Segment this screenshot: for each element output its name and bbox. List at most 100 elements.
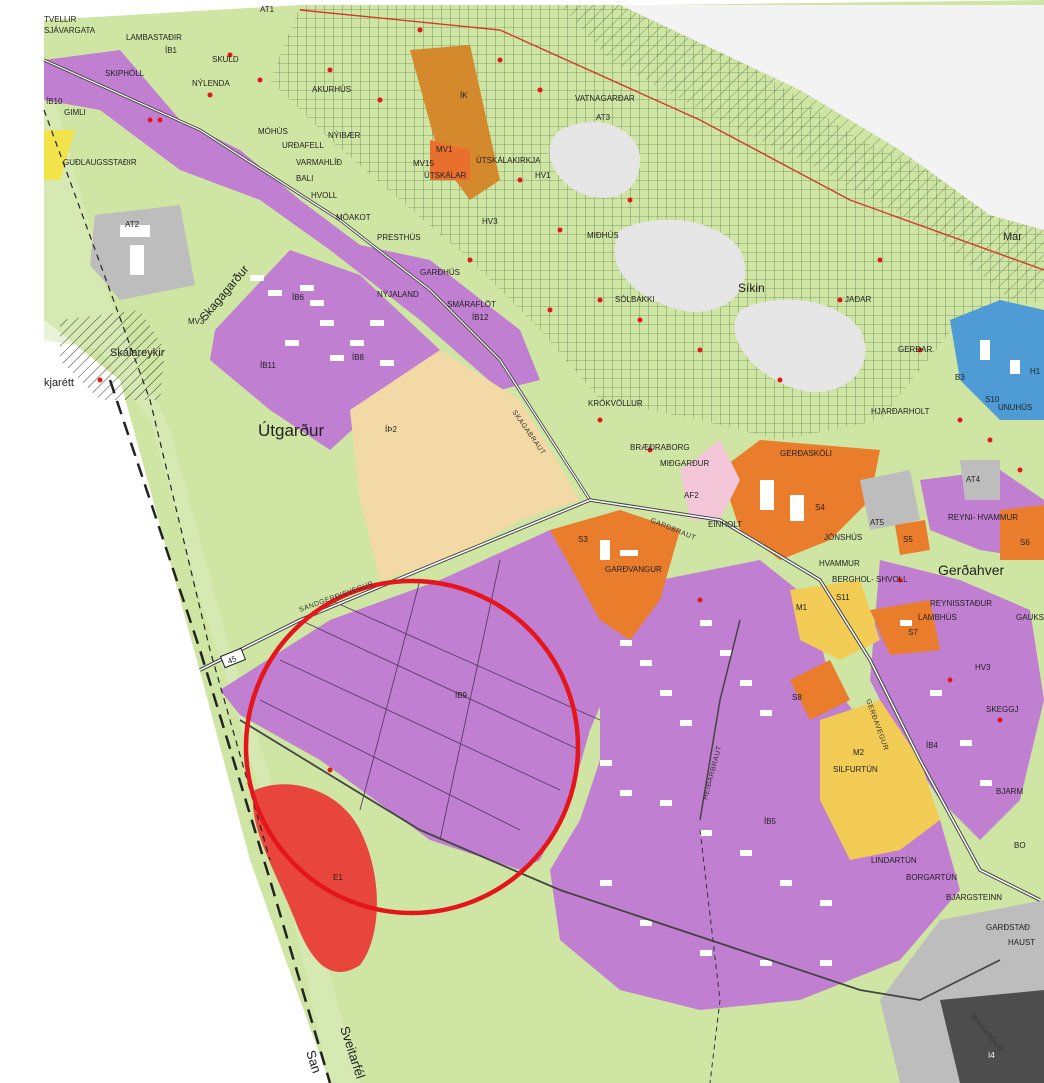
- pond-sikin: [614, 219, 746, 312]
- zone-label-at3: AT3: [596, 113, 611, 122]
- label-sikin: Síkin: [738, 281, 765, 295]
- farm-varmahlid: VARMAHLÍÐ: [296, 158, 342, 167]
- zone-label-at1: AT1: [260, 5, 275, 14]
- highlight-circle[interactable]: [243, 578, 581, 916]
- farm-hjardarholt: HJARÐARHOLT: [871, 407, 930, 416]
- road-heidarbraut: [699, 619, 741, 821]
- zone-at5: [860, 470, 920, 530]
- zone-ip2: [350, 350, 580, 580]
- road-network: [43, 9, 1044, 1083]
- farm-skipholl: SKIPHÓLL: [105, 69, 145, 78]
- zone-label-s7: S7: [908, 628, 918, 637]
- zone-s3: [550, 510, 680, 640]
- zone-ib9: [220, 530, 620, 870]
- farm-midgardur: MIÐGARÐUR: [660, 459, 710, 468]
- farm-nyibaer: NÝIBÆR: [328, 131, 361, 140]
- farm-solbakki: SÓLBAKKI: [615, 295, 655, 304]
- zone-label-s4: S4: [815, 503, 825, 512]
- zone-s7: [870, 600, 940, 655]
- ib9-plot-lines: [259, 559, 601, 841]
- farm-gerdaskoli: GERÐASKÓLI: [780, 449, 832, 458]
- zone-mv1-orange: [430, 140, 470, 180]
- farm-gardhus: GARÐHÚS: [420, 268, 460, 277]
- farm-bo: BO: [1014, 841, 1026, 850]
- road-coast-dashed: [108, 379, 332, 1083]
- farm-gardvangur: GARÐVANGUR: [605, 565, 662, 574]
- farm-bjargsteinn: BJARGSTEINN: [946, 893, 1002, 902]
- zone-label-mv1: MV1: [436, 145, 453, 154]
- zone-yellow-west: [44, 130, 75, 180]
- zone-skalareykir-hatch: [60, 310, 165, 400]
- farm-silfurtun: SILFURTÚN: [833, 765, 878, 774]
- zone-label-s10: S10: [985, 395, 1000, 404]
- zone-m2: [820, 700, 940, 860]
- farm-hausthus: HAUST: [1008, 938, 1035, 947]
- farm-gerdar: GERÐAR: [898, 345, 932, 354]
- farm-skeggjast: SKEGGJ: [986, 705, 1018, 714]
- farm-hvoll: HVOLL: [311, 191, 338, 200]
- pond-north: [549, 121, 640, 198]
- zone-label-ib4: ÍB4: [926, 741, 939, 750]
- zone-label-ib11: ÍB11: [260, 361, 276, 370]
- label-kjarett: kjarétt: [44, 377, 74, 389]
- zone-label-ib10: ÍB10: [46, 97, 63, 106]
- road-coast-dashed-2: [43, 109, 271, 861]
- farm-reynisstadur: REYNISSTAÐUR: [930, 599, 992, 608]
- farm-unuhus: UNUHÚS: [998, 403, 1032, 412]
- zone-label-ib5: ÍB5: [764, 817, 777, 826]
- farm-akurhus: AKURHÚS: [312, 85, 351, 94]
- route-45-badge: 45: [219, 647, 247, 669]
- label-gerdahverfi: Gerðahver: [938, 562, 1004, 578]
- road-sandgerdisvegur-inner: [199, 499, 1041, 901]
- farm-sjavargata: SJÁVARGATA: [44, 26, 96, 35]
- zone-label-ip2: ÍÞ2: [385, 425, 398, 434]
- zone-i4-buildings: [940, 990, 1044, 1083]
- zone-label-e1: E1: [333, 873, 343, 882]
- zone-label-b3: B3: [955, 373, 965, 382]
- farm-einholt: EINHOLT: [708, 520, 742, 529]
- zone-label-hv3a: HV3: [482, 217, 498, 226]
- zone-label-hv3b: HV3: [975, 663, 991, 672]
- sea-northeast: [620, 5, 1044, 230]
- zone-label-at4: AT4: [966, 475, 981, 484]
- farm-braedraborg: BRÆÐRABORG: [630, 443, 690, 452]
- zone-residential-northwest: [44, 50, 540, 390]
- farm-lindartun: LINDARTÚN: [871, 856, 917, 865]
- zone-label-m1: M1: [796, 603, 808, 612]
- label-skalareykir: Skálareykir: [110, 347, 165, 359]
- farm-urdafell: URÐAFELL: [282, 141, 324, 150]
- zone-label-s5: S5: [903, 535, 913, 544]
- farm-skuld: SKULD: [212, 55, 239, 64]
- zone-label-ib12: ÍB12: [472, 313, 489, 322]
- zone-ik: [410, 45, 500, 200]
- zone-label-mv15: MV15: [413, 159, 434, 168]
- zone-label-s8: S8: [792, 693, 802, 702]
- building-footprints: [120, 225, 1020, 966]
- farm-smaraflot: SMÁRAFLÖT: [447, 300, 496, 309]
- zone-blue-east: [950, 300, 1044, 420]
- zone-label-ik: ÍK: [460, 91, 468, 100]
- zone-label-ib6: ÍB6: [292, 293, 305, 302]
- farm-presthus: PRESTHÚS: [377, 233, 421, 242]
- farm-moakot: MÓAKOT: [336, 213, 371, 222]
- farm-nylenda: NÝLENDA: [192, 79, 230, 88]
- farm-gudlaugsstadir: GUÐLAUGSSTAÐIR: [63, 158, 137, 167]
- route-45-label: 45: [226, 654, 238, 666]
- farm-krokvollur: KRÓKVÖLLUR: [588, 399, 643, 408]
- zone-label-hv1: HV1: [535, 171, 551, 180]
- road-south-loop: [239, 719, 1001, 1001]
- farm-bali: BALI: [296, 174, 313, 183]
- zone-label-at2: AT2: [125, 220, 140, 229]
- label-san: San: [303, 1048, 324, 1075]
- farm-utskalar: ÚTSKÁLAR: [424, 171, 466, 180]
- farm-midhus: MIÐHÚS: [587, 231, 619, 240]
- farm-bjarm: BJARM: [996, 787, 1023, 796]
- zone-label-ib1: ÍB1: [165, 46, 178, 55]
- zone-label-ib8: ÍB8: [352, 353, 365, 362]
- zone-ib5: [550, 560, 960, 1010]
- zone-label-at5: AT5: [870, 518, 885, 527]
- zone-label-s3: S3: [578, 535, 588, 544]
- farm-borgartun: BORGARTÚN: [906, 873, 957, 882]
- farm-vatnagardar: VATNAGARÐAR: [575, 94, 635, 103]
